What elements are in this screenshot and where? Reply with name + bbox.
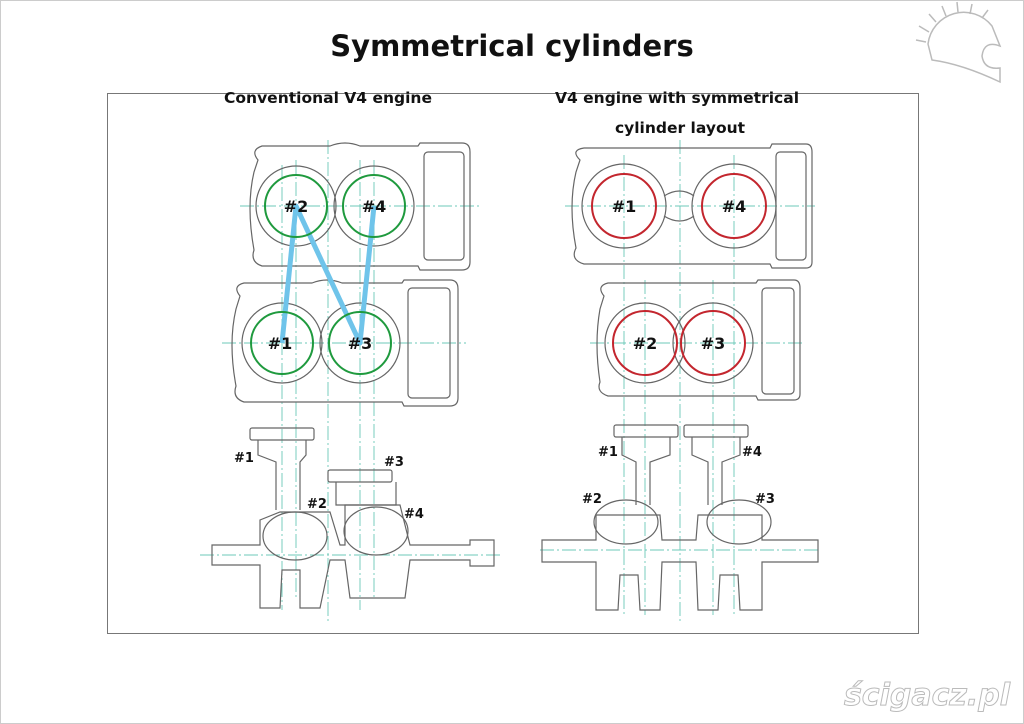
left-lower-cylinder-head — [231, 279, 459, 407]
right-lower-cylinder-head — [596, 279, 801, 401]
left-bore-3 — [328, 311, 392, 375]
right-bore-1 — [591, 173, 657, 239]
left-crankshaft — [211, 427, 495, 609]
right-bore-2 — [612, 310, 678, 376]
right-piston-label: #3 — [755, 492, 775, 507]
watermark-logo: ścigacz.pl — [844, 678, 1011, 713]
right-cyl-label: #2 — [633, 334, 658, 353]
left-heading: Conventional V4 engine — [224, 89, 432, 107]
left-piston-label: #3 — [384, 455, 404, 470]
right-cyl-label: #4 — [722, 197, 747, 216]
left-centerlines — [200, 140, 500, 622]
right-centerlines — [540, 140, 820, 622]
right-piston-label: #4 — [742, 445, 762, 460]
right-cylinder-bores — [591, 173, 767, 376]
left-bore-4 — [342, 174, 406, 238]
left-cylinder-bores — [250, 174, 406, 375]
right-cyl-label: #1 — [612, 197, 637, 216]
right-cyl-label: #3 — [701, 334, 726, 353]
left-bore-2 — [264, 174, 328, 238]
left-cyl-label: #4 — [362, 197, 387, 216]
left-cyl-label: #2 — [284, 197, 309, 216]
left-cyl-label: #1 — [268, 334, 293, 353]
left-upper-cylinder-head — [249, 142, 471, 271]
firing-order-line — [279, 203, 377, 346]
left-piston-label: #1 — [234, 451, 254, 466]
left-cyl-label: #3 — [348, 334, 373, 353]
right-bore-4 — [701, 173, 767, 239]
diagram-frame — [107, 93, 919, 634]
left-piston-label: #2 — [307, 497, 327, 512]
right-heading-line1: V4 engine with symmetrical — [555, 89, 799, 107]
right-heading-line2: cylinder layout — [615, 119, 746, 137]
right-piston-label: #2 — [582, 492, 602, 507]
helmet-logo-icon — [915, 1, 1002, 84]
right-upper-cylinder-head — [571, 143, 813, 269]
right-bore-3 — [680, 310, 746, 376]
page-title: Symmetrical cylinders — [330, 29, 693, 63]
left-piston-label: #4 — [404, 507, 424, 522]
left-bore-1 — [250, 311, 314, 375]
right-crankshaft — [541, 424, 819, 611]
right-piston-label: #1 — [598, 445, 618, 460]
